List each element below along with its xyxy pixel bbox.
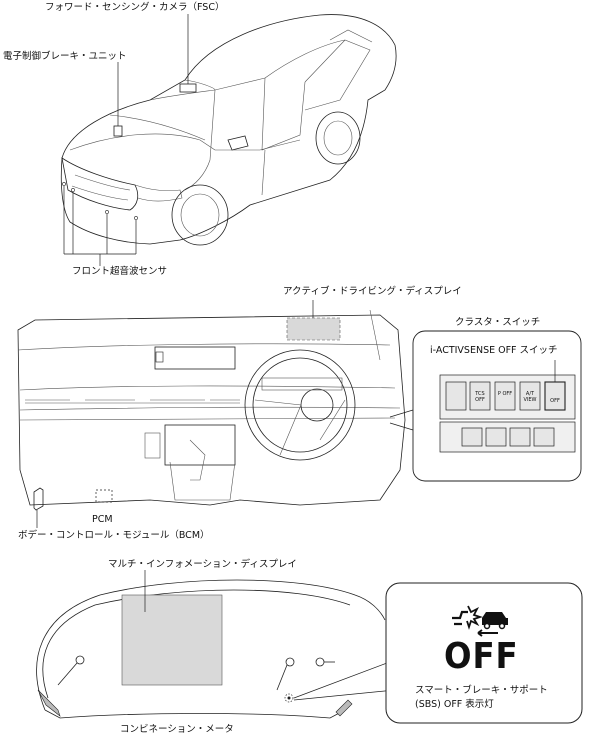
multi-info-display-label: マルチ・インフォメーション・ディスプレイ: [108, 559, 297, 570]
bcm-marker: [33, 487, 44, 528]
sbs-indicator-label-line2: (SBS) OFF 表示灯: [415, 699, 494, 710]
brake-unit-label: 電子制御ブレーキ・ユニット: [3, 51, 127, 62]
sbs-indicator-label-line1: スマート・ブレーキ・サポート: [415, 685, 548, 696]
multi-info-display-area: [121, 594, 223, 686]
cluster-switch-label: クラスタ・スイッチ: [455, 317, 541, 328]
active-display-marker: [286, 300, 341, 341]
tcs-off-button-label: TCS OFF: [475, 391, 485, 403]
front-sensor-markers: [62, 182, 138, 266]
car-illustration: [60, 14, 397, 246]
sbs-off-indicator-text: OFF: [444, 636, 519, 677]
cluster-switch-panel: [389, 330, 582, 482]
fsc-camera-marker: [179, 14, 197, 93]
active-display-label: アクティブ・ドライビング・ディスプレイ: [283, 286, 462, 297]
combination-meter-label: コンビネーション・メータ: [120, 724, 234, 735]
bcm-label: ボデー・コントロール・モジュール（BCM）: [18, 530, 210, 541]
view-button-label: A/T VIEW: [523, 391, 537, 403]
iactivsense-off-button-label: OFF: [550, 398, 560, 404]
pcm-marker: [95, 489, 113, 503]
dashboard-illustration: [17, 309, 406, 506]
sbs-indicator-callout: [385, 582, 583, 724]
pcm-label: PCM: [92, 514, 113, 525]
parking-off-button-label: P OFF: [497, 391, 513, 397]
brake-unit-marker: [113, 62, 123, 137]
iactivsense-switch-label: i-ACTIVSENSE OFF スイッチ: [430, 345, 558, 356]
combination-meter: [36, 579, 396, 719]
sbs-collision-car-icon: [452, 605, 508, 637]
fsc-label: フォワード・センシング・カメラ（FSC）: [45, 2, 225, 13]
front-sensor-label: フロント超音波センサ: [72, 266, 168, 277]
